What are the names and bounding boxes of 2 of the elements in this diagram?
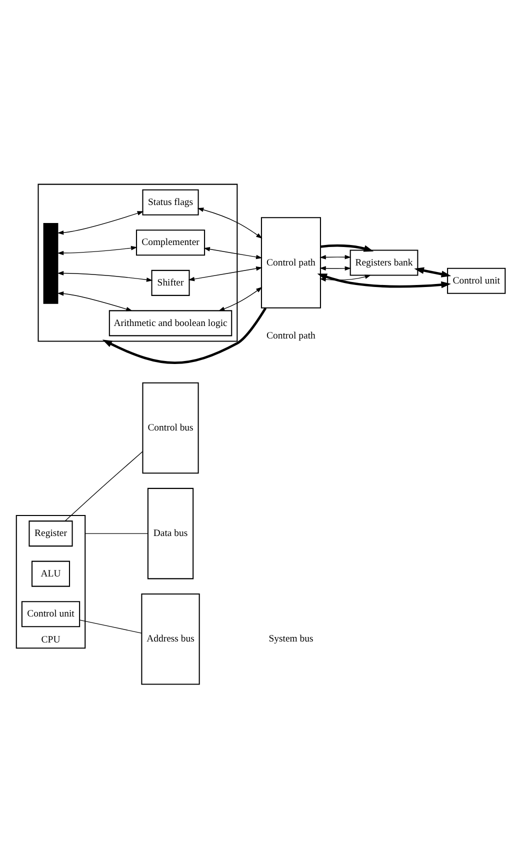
label: Control path [266, 330, 316, 342]
label: System bus [268, 634, 314, 645]
